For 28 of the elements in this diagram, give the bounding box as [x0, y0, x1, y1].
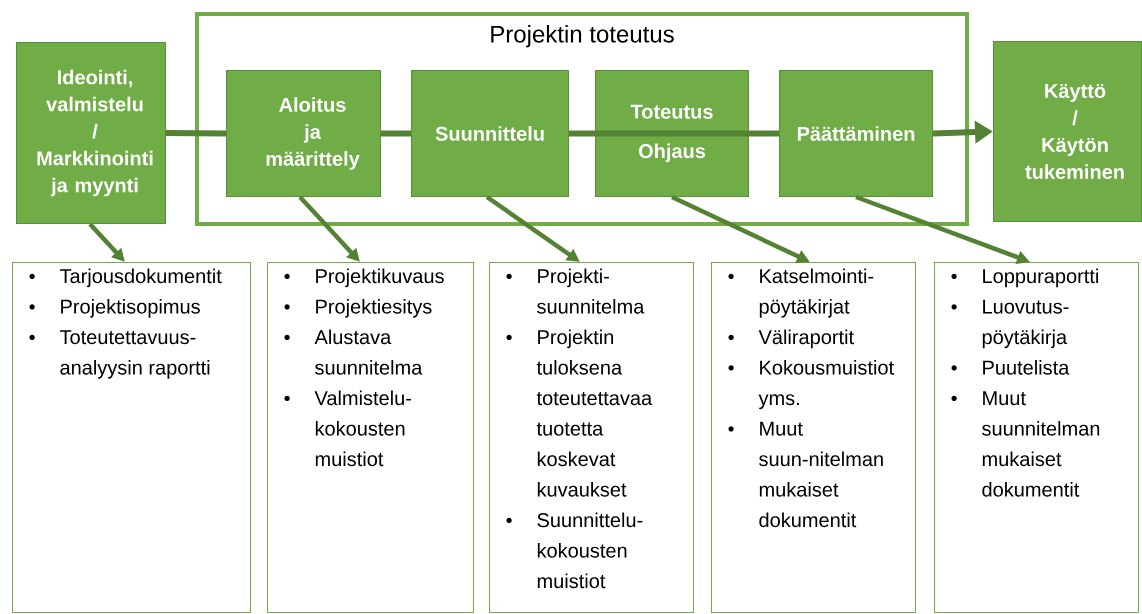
- document-list-box: [489, 262, 694, 613]
- document-list-box: [12, 262, 251, 613]
- list-item: Suunnittelu-kokousten muistiot: [537, 512, 643, 589]
- list-item: Projekti-suunnitelma: [537, 268, 645, 314]
- document-list-box: [711, 262, 916, 613]
- list-item: Toteutettavuus-analyysin raportti: [59, 330, 210, 379]
- list-item: Projektin tuloksena toteutettavaa tuotetta koskevat kuvaukset: [536, 329, 653, 497]
- list-item: Projektiesitys: [316, 299, 432, 318]
- list-item: Loppuraportti: [983, 268, 1098, 288]
- process-box: Päättäminen: [779, 70, 933, 197]
- list-item: Alustava suunnitelma: [314, 329, 423, 375]
- list-item: Luovutus-pöytäkirja: [982, 299, 1069, 349]
- list-item: Tarjousdokumentit: [59, 268, 222, 288]
- list-item: Väliraportit: [758, 329, 854, 349]
- list-item: Projektisopimus: [61, 299, 200, 318]
- document-list-box: [934, 262, 1139, 613]
- list-item: Katselmointi-pöytäkirjat: [759, 268, 874, 318]
- list-item: Puutelista: [983, 360, 1070, 375]
- process-box: Käyttö / Käytön tukeminen: [993, 41, 1142, 222]
- list-item: Kokousmuistiot yms.: [758, 360, 894, 410]
- process-box: Ideointi, valmistelu / Markkinointi ja myynti: [16, 42, 166, 224]
- list-item: Valmistelu-kokousten muistiot: [314, 390, 412, 467]
- list-item: Muut suunnitelman mukaiset dokumentit: [982, 391, 1100, 497]
- process-box: Suunnittelu: [411, 70, 569, 197]
- list-item: Muut suun-nitelman mukaiset dokumentit: [759, 421, 883, 528]
- document-list-box: [267, 262, 474, 613]
- process-box: Aloitus ja määrittely: [226, 70, 381, 197]
- list-item: Projektikuvaus: [316, 268, 444, 288]
